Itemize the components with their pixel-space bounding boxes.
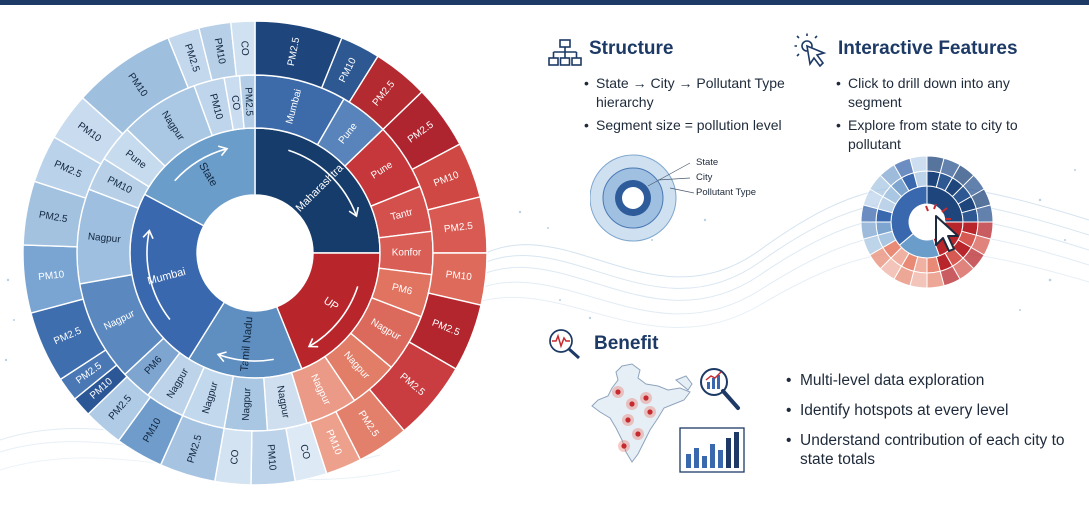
interactive-title: Interactive Features [838, 38, 1018, 59]
benefit-bullet: Multi-level data exploration [786, 371, 1066, 390]
city-segment-label: PM2.5 [242, 87, 254, 117]
pollutant-segment[interactable] [229, 20, 256, 77]
ring-legend-diagram [590, 154, 695, 242]
interactive-bullet: Click to drill down into any segment [836, 74, 1066, 112]
city-segment-label: Konfor [392, 248, 422, 259]
legend-city-label: City [696, 172, 713, 183]
pollutant-segment-label: CO [229, 449, 241, 465]
interactive-bullet: Explore from state to city to pollutant [836, 116, 1066, 154]
legend-state-label: State [696, 157, 719, 168]
benefit-title: Benefit [594, 333, 659, 354]
benefit-bullet: Understand contribution of each city to … [786, 431, 1066, 469]
rotation-arrowhead [142, 229, 154, 239]
city-segment-label: PM6 [391, 282, 414, 298]
pollutant-segment-label: CO [238, 41, 250, 57]
rotation-arrow [146, 230, 171, 320]
hotspot-dot [647, 409, 653, 415]
mini-pollutant-segment [909, 155, 928, 174]
rotation-arrow [308, 286, 359, 348]
structure-bullet: State → City → Pollutant Type hierarchy [584, 74, 794, 112]
cursor-click-icon [925, 203, 959, 252]
benefit-bullets: Multi-level data exploration Identify ho… [786, 371, 1066, 480]
hotspot-dot [615, 389, 621, 395]
sunburst-center-hole [197, 195, 313, 311]
top-accent-bar [0, 0, 1089, 5]
hotspot-dot [629, 401, 635, 407]
pollutant-segment-label: PM2.5 [38, 209, 69, 225]
mini-sunburst-illustration [860, 155, 994, 289]
pollutant-segment-label: PM2.5 [443, 221, 473, 235]
pollutant-segment-label: PM10 [38, 269, 66, 283]
magnifier-pulse-icon [549, 329, 581, 360]
structure-title: Structure [589, 38, 674, 59]
structure-bullet: Segment size = pollution level [584, 116, 794, 135]
rotation-arrow [174, 147, 228, 182]
state-segment-label: Tamil Nadu [239, 316, 256, 372]
india-map-illustration [591, 363, 745, 473]
pollutant-segment-label: CO [297, 443, 311, 460]
pollutant-segment-label: PM2.5 [286, 36, 302, 67]
benefit-bullet: Identify hotspots at every level [786, 401, 1066, 420]
hotspot-dot [643, 395, 649, 401]
pollutant-segment-label: PM10 [265, 444, 278, 471]
interactive-bullets: Click to drill down into any segment Exp… [836, 74, 1066, 158]
pollutant-segment-label: PM10 [445, 269, 473, 283]
rotation-arrowhead [216, 351, 227, 363]
hierarchy-icon [548, 39, 582, 66]
city-segment-label: CO [229, 95, 242, 112]
pollutant-segment-label: PM10 [212, 37, 227, 65]
hotspot-dot [621, 443, 627, 449]
legend-pollutant-label: Pollutant Type [696, 187, 757, 198]
city-segment-label: Nagpur [87, 231, 121, 245]
structure-bullets: State → City → Pollutant Type hierarchy … [584, 74, 794, 139]
bar-chart-icon [679, 427, 745, 473]
rotation-arrow [288, 149, 358, 217]
hotspot-dot [635, 431, 641, 437]
rotation-arrowhead [348, 206, 360, 218]
rotation-arrowhead [307, 338, 319, 348]
magnifier-chart-icon [700, 368, 740, 410]
hotspot-dot [625, 417, 631, 423]
city-segment-label: Nagpur [241, 387, 254, 421]
rotation-arrow [217, 353, 274, 362]
click-pointer-icon [794, 33, 827, 68]
rotation-arrowhead [217, 145, 229, 157]
